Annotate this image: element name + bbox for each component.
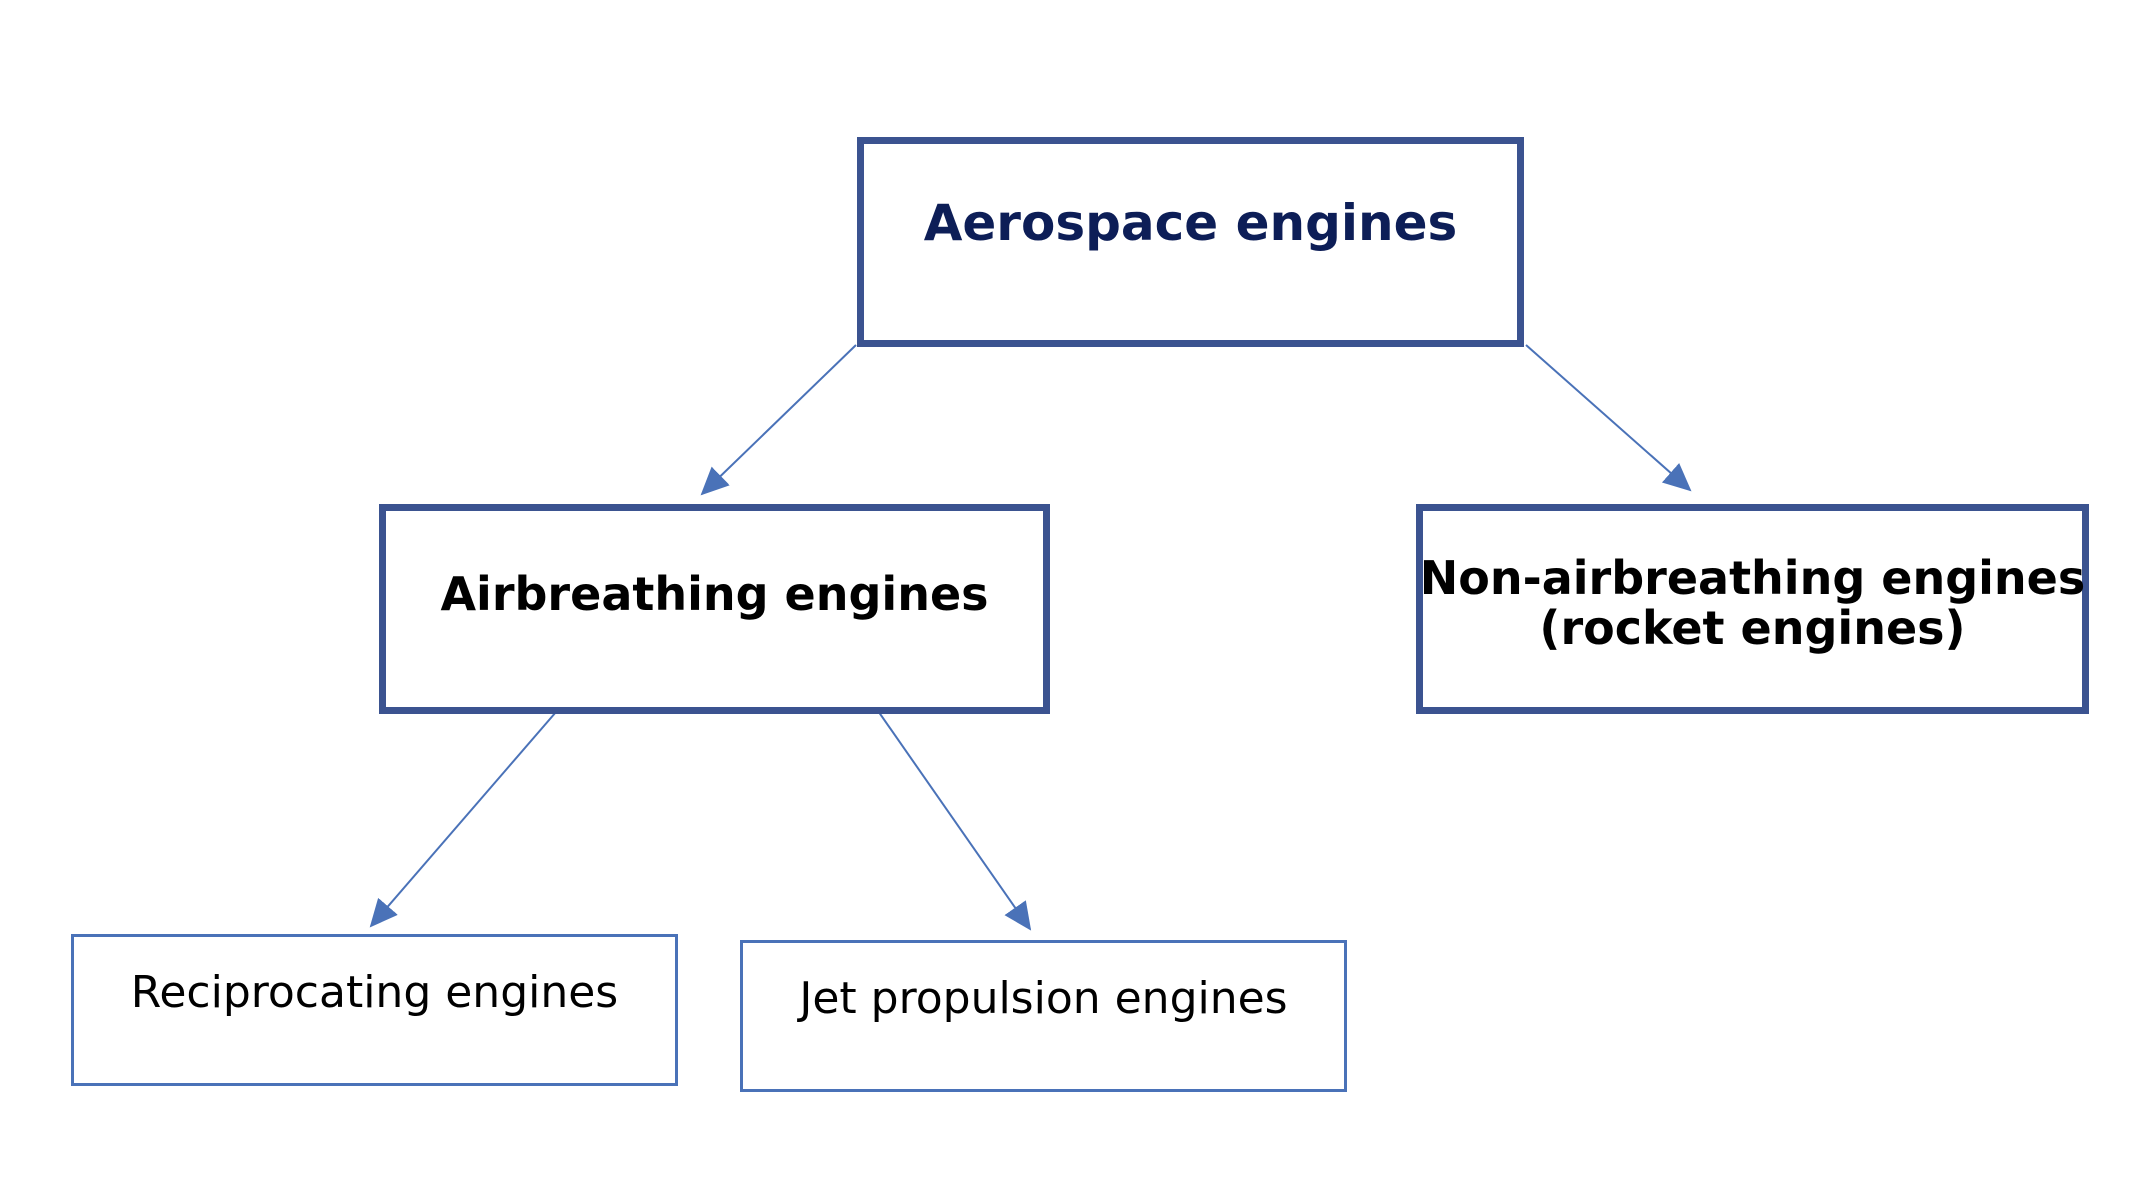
arrow-root-to-airbreathing	[700, 344, 857, 496]
arrow-airbreathing-to-reciprocating	[369, 711, 557, 928]
node-jet-propulsion-engines: Jet propulsion engines	[740, 940, 1347, 1092]
node-label: Airbreathing engines	[440, 566, 989, 621]
node-label-line-2: (rocket engines)	[1539, 601, 1966, 655]
node-aerospace-engines: Aerospace engines	[857, 137, 1524, 347]
node-label-line-1: Non-airbreathing engines	[1419, 550, 2086, 605]
arrow-airbreathing-to-jet	[875, 707, 1032, 931]
node-airbreathing-engines: Airbreathing engines	[379, 504, 1050, 714]
arrow-root-to-non-airbreathing	[1525, 344, 1692, 492]
node-label: Reciprocating engines	[130, 967, 619, 1018]
node-reciprocating-engines: Reciprocating engines	[71, 934, 678, 1086]
node-label: Jet propulsion engines	[799, 973, 1288, 1024]
node-non-airbreathing-engines: Non-airbreathing engines (rocket engines…	[1416, 504, 2089, 714]
node-label: Aerospace engines	[923, 194, 1458, 253]
